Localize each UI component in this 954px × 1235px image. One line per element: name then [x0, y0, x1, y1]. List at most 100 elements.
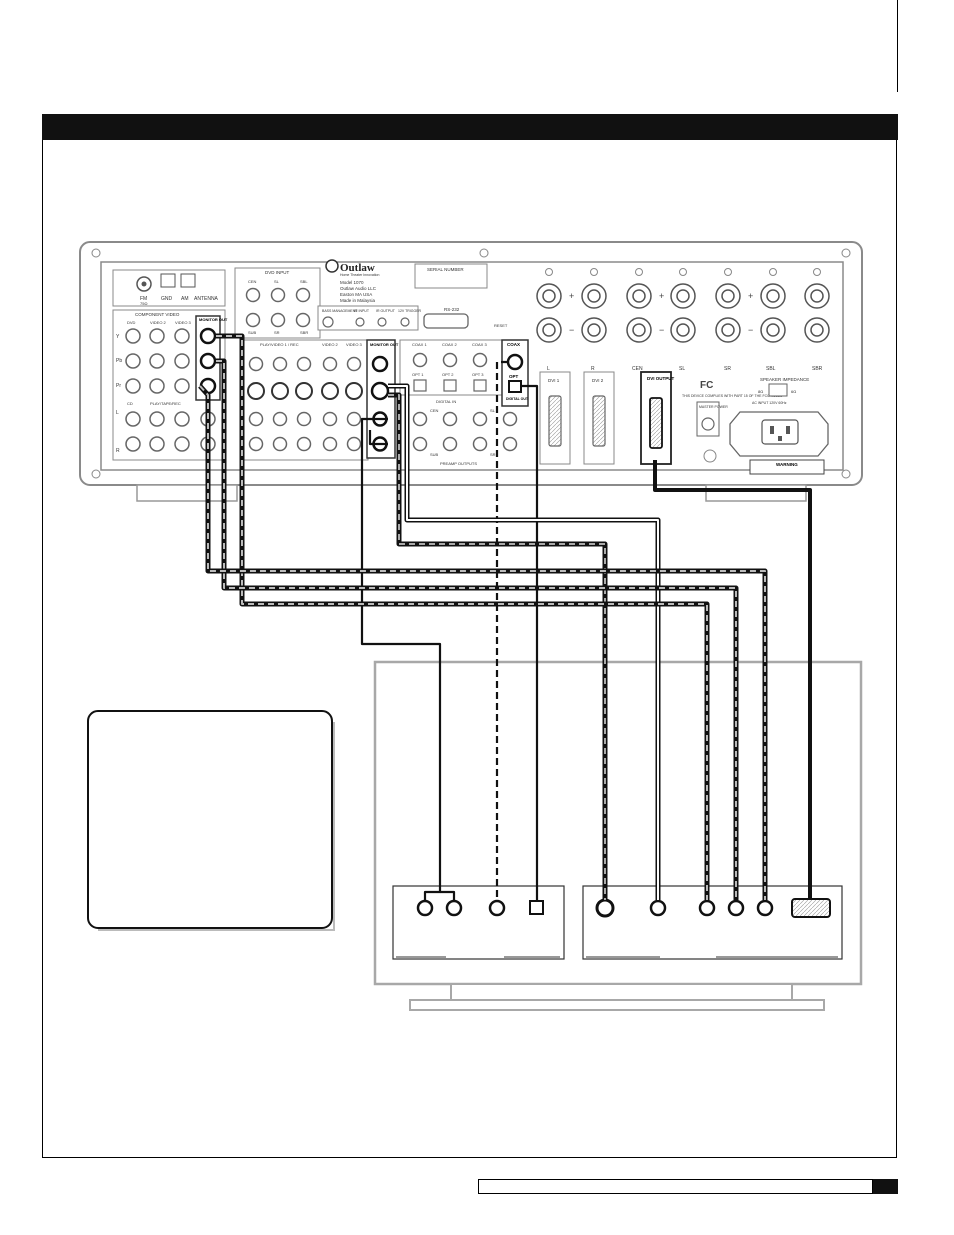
model-line-4: Made in Malaysia — [340, 298, 376, 303]
speaker-post-core — [587, 289, 601, 303]
component-row-pb: Pb — [116, 358, 122, 364]
monitor-out-svideo-jack — [370, 381, 390, 401]
display-rca-jacks — [416, 899, 774, 917]
dvd-ch-sbl: SBL — [300, 279, 308, 284]
am-label: AM — [181, 296, 189, 302]
speaker-label-sbl: SBL — [766, 366, 776, 372]
receiver-rear-panel: FM 75Ω GND AM ANTENNA COMPONENT VIDEO DV… — [79, 241, 863, 502]
reset-label: RESET — [494, 323, 508, 328]
gnd-label: GND — [161, 296, 173, 302]
polarity-mark: − — [659, 325, 664, 335]
serial-number-plate — [414, 263, 488, 289]
note-box — [87, 710, 333, 929]
digital-out-label: DIGITAL OUT — [506, 397, 529, 401]
component-monitor-out-label: MONITOR OUT — [199, 317, 228, 322]
video-group-video2: VIDEO 2 — [322, 342, 339, 347]
outlaw-logo: Outlaw Home Theater Innovation — [325, 259, 379, 277]
dvd-ch-sbr: SBR — [300, 330, 308, 335]
opt1-label: OPT 1 — [412, 372, 424, 377]
preamp-output-jacks — [412, 411, 518, 452]
trigger-panel — [317, 305, 419, 331]
speaker-label-sbr: SBR — [812, 366, 823, 372]
coax3-label: COAX 3 — [472, 342, 487, 347]
warning-label: WARNING — [776, 462, 798, 467]
model-line-2: Outlaw Audio LLC — [340, 286, 377, 291]
am-terminal — [180, 273, 196, 288]
display-device — [373, 660, 863, 1011]
speaker-screw — [679, 268, 687, 276]
coax-out-jack — [506, 353, 524, 371]
receiver-foot-right — [705, 484, 807, 502]
brand-tagline: Home Theater Innovation — [340, 273, 379, 277]
speaker-post-core — [766, 323, 780, 337]
trigger-ir-output: IR OUTPUT — [376, 309, 396, 313]
component-col-video2: VIDEO 2 — [150, 320, 167, 325]
dvd-ch-cen: CEN — [248, 279, 257, 284]
dvi-output-label: DVI OUTPUT — [647, 376, 675, 381]
opt3-label: OPT 3 — [472, 372, 484, 377]
trigger-bass-mgmt: BASS MANAGEMENT — [322, 309, 358, 313]
impedance-switch — [768, 383, 788, 397]
display-svideo-jack — [595, 898, 615, 918]
figure-frame — [42, 140, 897, 1158]
speaker-label-sl: SL — [679, 366, 685, 372]
cable-optical — [521, 384, 539, 901]
speaker-post-core — [632, 323, 646, 337]
model-line-1: Model 1070 — [340, 280, 364, 285]
audio-label-tape: PLAY/TAPE/REC — [150, 401, 181, 406]
dvi1-connector — [548, 395, 562, 447]
component-col-dvd: DVD — [127, 320, 136, 325]
fm-ohm-label: 75Ω — [140, 301, 147, 306]
component-row-pr: Pr — [116, 383, 121, 389]
polarity-mark: − — [569, 325, 574, 335]
component-video-label: COMPONENT VIDEO — [135, 312, 180, 317]
cable-dvi — [653, 460, 812, 899]
speaker-screw — [769, 268, 777, 276]
cables — [198, 333, 812, 901]
dvi2-connector — [592, 395, 606, 447]
polarity-mark: + — [748, 291, 753, 301]
dvi-output-connector — [649, 397, 663, 449]
s-video-jacks — [247, 382, 363, 400]
rs232-port — [423, 313, 469, 329]
polarity-mark: + — [569, 291, 574, 301]
opt-out-jack — [508, 380, 522, 393]
ac-input-label: AC INPUT 120V 60Hz — [752, 401, 787, 405]
speaker-screw — [635, 268, 643, 276]
cable-audio-r — [440, 890, 456, 900]
display-input-group-2 — [582, 885, 843, 960]
warning-plate — [749, 459, 825, 475]
impedance-6: 6Ω — [791, 389, 796, 394]
speaker-label-l: L — [547, 366, 550, 372]
audio-label-cd: CD — [127, 401, 133, 406]
gnd-terminal — [160, 273, 176, 288]
dvd-ch-sl: SL — [274, 279, 280, 284]
speaker-post-core — [676, 323, 690, 337]
preamp-ch-sr: SR — [490, 452, 496, 457]
polarity-mark: − — [748, 325, 753, 335]
dvi2-label: DVI 2 — [592, 378, 604, 383]
preamp-outputs-label: PREAMP OUTPUTS — [440, 461, 477, 466]
section-title-bar — [42, 114, 898, 140]
impedance-8: 8Ω — [758, 389, 763, 394]
receiver-foot-left — [136, 484, 238, 502]
speaker-post-core — [632, 289, 646, 303]
speaker-post-core — [766, 289, 780, 303]
polarity-mark: + — [659, 291, 664, 301]
antenna-label: ANTENNA — [194, 296, 219, 302]
monitor-out-composite-jack — [371, 355, 389, 373]
speaker-label-cen: CEN — [632, 366, 643, 372]
video-group-video3: VIDEO 3 — [346, 342, 363, 347]
display-input-group-1 — [392, 885, 565, 960]
dvd-input-label: DVD INPUT — [265, 270, 290, 275]
coax1-label: COAX 1 — [412, 342, 427, 347]
opt2-label: OPT 2 — [442, 372, 454, 377]
footer-page-box — [478, 1179, 873, 1194]
coax-out-label: COAX — [507, 342, 520, 347]
video-monitor-out-label: MONITOR OUT — [370, 342, 399, 347]
fcc-logo: FC — [700, 380, 713, 391]
fcc-text: THIS DEVICE COMPLIES WITH PART 15 OF THE… — [682, 394, 783, 398]
speaker-post-core — [721, 323, 735, 337]
component-row-y: Y — [116, 334, 120, 340]
